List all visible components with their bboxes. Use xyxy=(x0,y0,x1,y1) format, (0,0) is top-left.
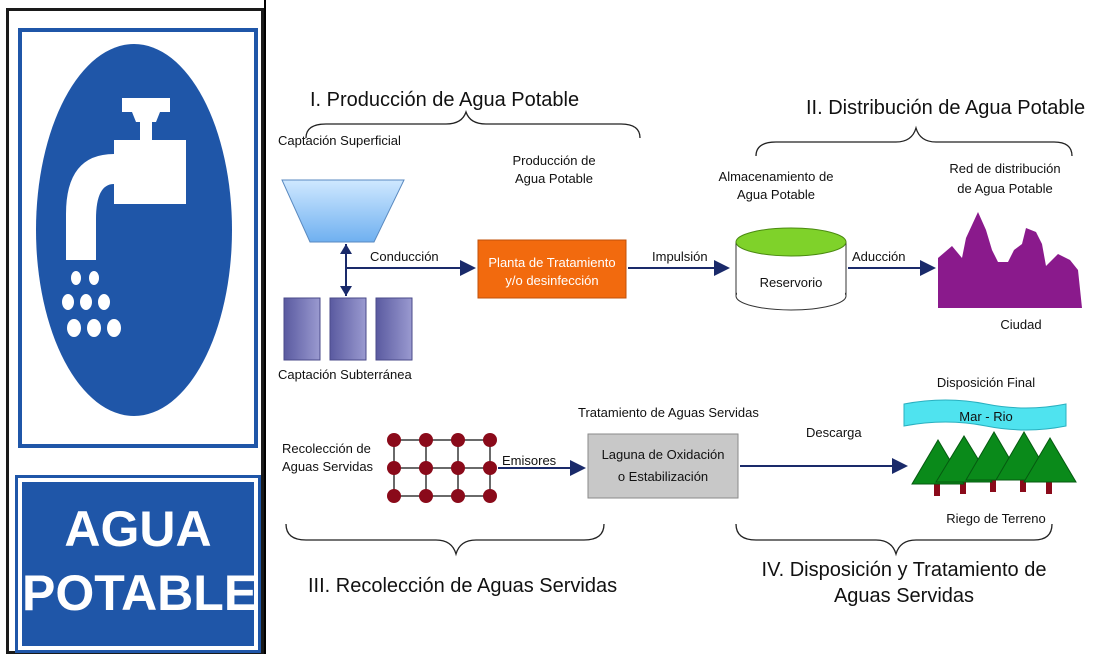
collector-nodes xyxy=(387,433,497,503)
storage-label-line2: Agua Potable xyxy=(736,187,816,202)
production-section-title: I. Producción de Agua Potable xyxy=(310,89,580,111)
brace-collection xyxy=(285,523,605,557)
underground-capture-label: Captación Subterránea xyxy=(278,367,412,382)
sewer-collector-grid xyxy=(393,439,491,497)
treatment-title-label: Tratamiento de Aguas Servidas xyxy=(578,405,759,420)
lagoon-label-line2: o Estabilización xyxy=(617,469,709,484)
storage-label-line1: Almacenamiento de xyxy=(718,169,834,184)
edge-emitters-label: Emisores xyxy=(502,453,557,468)
faucet-icon xyxy=(62,98,186,337)
reservoir-cylinder xyxy=(735,227,847,311)
brace-distribution xyxy=(755,125,1073,157)
surface-capture-funnel xyxy=(281,179,405,243)
irrigation-label: Riego de Terreno xyxy=(946,511,1046,526)
plant-label-line2: y/o desinfección xyxy=(505,273,599,288)
production-label-line1: Producción de xyxy=(512,153,596,168)
distribution-section-title: II. Distribución de Agua Potable xyxy=(806,97,1086,119)
river-band xyxy=(903,399,1067,431)
edge-impulsion-label: Impulsión xyxy=(652,249,708,264)
water-cycle-diagram: I. Producción de Agua Potable II. Distri… xyxy=(266,0,1116,654)
treatment-plant-box xyxy=(477,239,627,299)
diagram-graphics xyxy=(281,109,1082,557)
sign-label-panel: AGUA POTABLE xyxy=(15,475,261,653)
city-label: Ciudad xyxy=(1000,317,1042,332)
underground-wells-icon xyxy=(283,297,413,361)
disposal-section-title-line2: Aguas Servidas xyxy=(833,585,975,607)
agua-potable-sign: AGUA POTABLE xyxy=(0,0,266,654)
edge-conduction-label: Conducción xyxy=(370,249,439,264)
lagoon-label-line1: Laguna de Oxidación xyxy=(601,447,725,462)
reservoir-label: Reservorio xyxy=(759,275,823,290)
city-silhouette xyxy=(938,212,1082,308)
lagoon-box xyxy=(587,433,739,499)
production-label-line2: Agua Potable xyxy=(514,171,594,186)
sea-river-label: Mar - Rio xyxy=(959,409,1013,424)
network-label-line2: de Agua Potable xyxy=(957,181,1053,196)
edge-discharge-label: Descarga xyxy=(806,425,862,440)
surface-capture-label: Captación Superficial xyxy=(278,133,401,148)
final-disposal-label: Disposición Final xyxy=(936,375,1036,390)
brace-production xyxy=(305,109,641,139)
water-drops-icon xyxy=(62,271,121,337)
collection-section-title: III. Recolección de Aguas Servidas xyxy=(308,575,618,597)
brace-disposal xyxy=(735,523,1053,557)
edge-aduction-label: Aducción xyxy=(852,249,906,264)
plant-label-line1: Planta de Tratamiento xyxy=(488,255,616,270)
disposal-section-title-line1: IV. Disposición y Tratamiento de xyxy=(761,559,1047,581)
sign-word-agua: AGUA xyxy=(64,501,212,557)
collection-label-line1: Recolección de xyxy=(282,441,371,456)
sign-word-potable: POTABLE xyxy=(22,565,258,621)
network-label-line1: Red de distribución xyxy=(949,161,1061,176)
trees-icon xyxy=(911,431,1077,496)
collection-label-line2: Aguas Servidas xyxy=(282,459,374,474)
